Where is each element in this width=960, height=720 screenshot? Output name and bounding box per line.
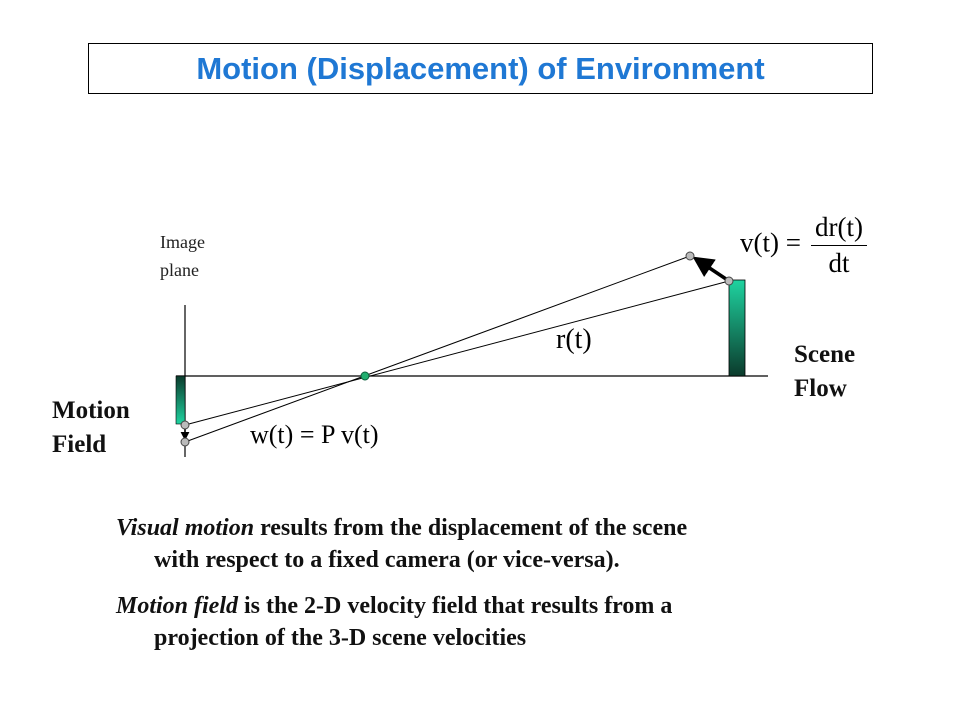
page-title: Motion (Displacement) of Environment	[196, 50, 765, 86]
visual-motion-emphasis: Visual motion	[116, 515, 255, 541]
projection-equation: w(t) = P v(t)	[250, 420, 379, 449]
scene-point-moved	[685, 251, 695, 261]
scene-velocity-arrow	[692, 256, 727, 281]
image-plane-label: Image plane	[160, 228, 205, 284]
velocity-denominator: dt	[828, 248, 850, 278]
velocity-equation-lhs: v(t) =	[740, 227, 801, 258]
image-of-object	[175, 375, 186, 425]
paragraph-visual-motion-line2: with respect to a fixed camera (or vice-…	[154, 547, 620, 573]
title-box: Motion (Displacement) of Environment	[88, 43, 873, 94]
ray-to-moved-point	[184, 255, 691, 443]
image-plane-label-line2: plane	[160, 260, 199, 280]
center-of-projection	[360, 371, 370, 381]
scene-flow-label-line1: Scene	[794, 341, 856, 368]
velocity-fraction: dr(t) dt	[810, 212, 867, 279]
image-plane-label-line1: Image	[160, 232, 205, 252]
position-equation: r(t)	[556, 324, 592, 355]
scene-flow-label-line2: Flow	[794, 375, 847, 402]
motion-field-label-line2: Field	[52, 431, 107, 458]
visual-motion-rest: results from the displacement of the sce…	[254, 515, 688, 541]
scene-point-current	[724, 276, 734, 286]
motion-field-label-line1: Motion	[52, 397, 130, 424]
velocity-equation: v(t) = dr(t) dt	[740, 212, 867, 279]
paragraph-motion-field: Motion field is the 2-D velocity field t…	[116, 590, 916, 654]
scene-object	[728, 279, 746, 377]
motion-field-label: Motion Field	[52, 394, 130, 462]
paragraph-motion-field-line1: Motion field is the 2-D velocity field t…	[116, 590, 916, 622]
ray-to-current-point	[184, 280, 730, 426]
paragraph-visual-motion-line1: Visual motion results from the displacem…	[116, 512, 916, 544]
motion-field-emphasis: Motion field	[116, 593, 239, 619]
scene-flow-label: Scene Flow	[794, 338, 855, 406]
paragraph-visual-motion: Visual motion results from the displacem…	[116, 512, 916, 576]
motion-field-rest: is the 2-D velocity field that results f…	[238, 593, 673, 619]
paragraph-motion-field-line2: projection of the 3-D scene velocities	[154, 625, 527, 651]
image-point-current	[180, 420, 190, 430]
velocity-numerator: dr(t)	[810, 212, 867, 246]
image-point-moved	[180, 437, 190, 447]
